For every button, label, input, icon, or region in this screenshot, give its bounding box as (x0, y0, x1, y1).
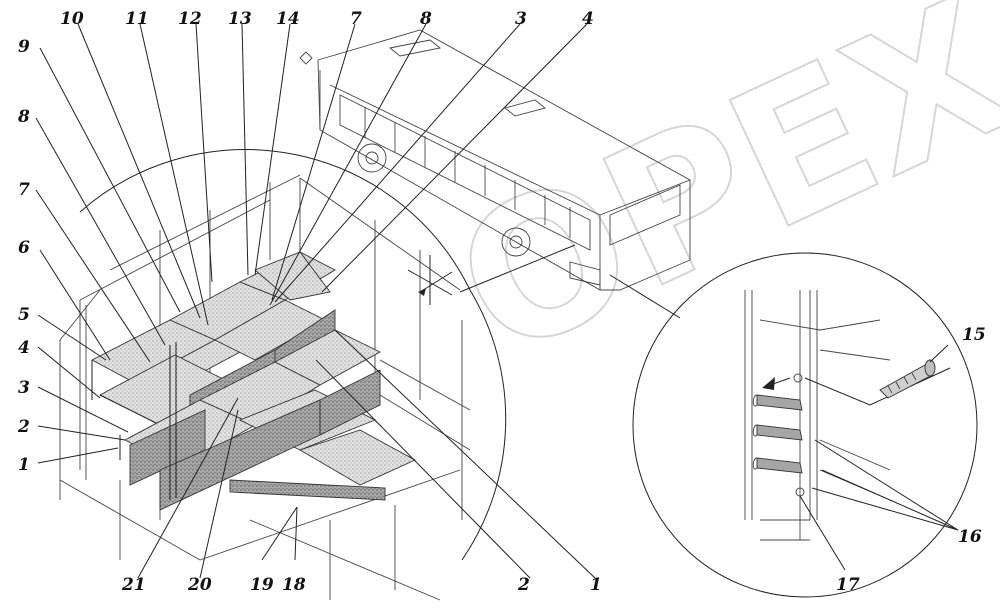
bus-leader-line (459, 244, 576, 293)
lower-shelf (119, 329, 417, 511)
label-3-left: 3 (18, 378, 30, 398)
bus-illustration (299, 29, 691, 291)
leader-lines (35, 23, 959, 579)
detail-circle-right (632, 252, 978, 598)
label-20: 20 (187, 575, 212, 595)
label-7-top: 7 (350, 9, 362, 29)
label-2-bottom: 2 (517, 575, 530, 595)
label-12: 12 (178, 9, 202, 29)
label-4-top: 4 (582, 9, 594, 29)
axis-symbol (407, 255, 453, 305)
label-16: 16 (958, 527, 982, 547)
label-17: 17 (836, 575, 860, 595)
bus-leader-line-right (609, 274, 681, 319)
detail-circle-outline (79, 149, 471, 291)
label-3-top: 3 (515, 9, 527, 29)
label-8-left: 8 (17, 107, 30, 127)
detail-circle-outline-right (461, 289, 507, 561)
callout-labels: 1 2 3 4 5 6 7 8 9 10 11 12 13 14 7 8 3 4… (17, 9, 986, 595)
label-7-left: 7 (18, 180, 30, 200)
label-4-left: 4 (18, 338, 30, 358)
label-2-left: 2 (17, 417, 30, 437)
label-5: 5 (18, 305, 30, 325)
label-10: 10 (60, 9, 84, 29)
label-1-bottom: 1 (590, 575, 602, 595)
label-9: 9 (18, 37, 30, 57)
label-19: 19 (250, 575, 274, 595)
label-14: 14 (276, 9, 300, 29)
label-11: 11 (125, 9, 149, 29)
label-8-top: 8 (419, 9, 432, 29)
screw-part (879, 359, 936, 399)
label-18: 18 (282, 575, 306, 595)
label-1-left: 1 (18, 455, 30, 475)
watermark: OPEX (426, 0, 1000, 401)
label-6: 6 (18, 238, 30, 258)
label-21: 21 (121, 575, 146, 595)
label-15: 15 (962, 325, 986, 345)
label-13: 13 (228, 9, 252, 29)
